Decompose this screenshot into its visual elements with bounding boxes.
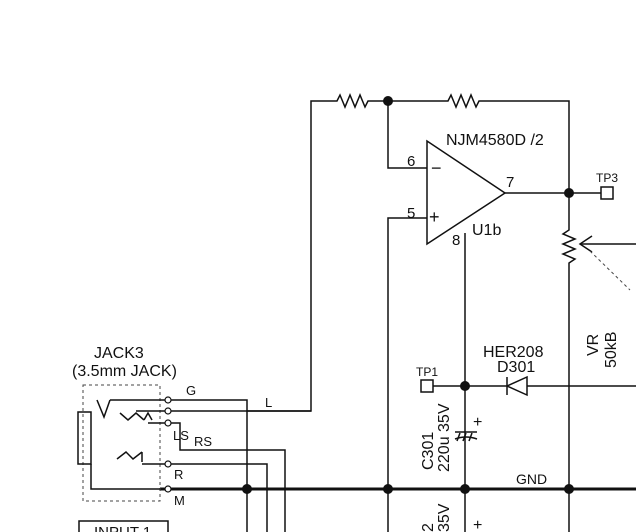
pin-6-label: 6	[407, 153, 415, 170]
opamp-part-label: NJM4580D /2	[446, 132, 544, 149]
jack3-pin-m: M	[174, 493, 185, 508]
gnd-net-label: GND	[516, 471, 547, 487]
c302-value-partial: 35V	[436, 503, 453, 532]
vr-ref-label: VR	[585, 334, 602, 356]
jack-wiring: L	[171, 395, 311, 532]
gnd-bus: GND	[160, 471, 636, 494]
pin-5-label: 5	[407, 205, 415, 222]
jack3-pin-rs: RS	[194, 434, 212, 449]
c301-value-label: 220u 35V	[436, 403, 453, 472]
pin-7-label: 7	[506, 174, 514, 191]
testpoint-tp1: TP1	[416, 365, 470, 393]
c302-plus-sign: +	[473, 517, 482, 532]
pin-8-label: 8	[452, 232, 460, 249]
left-net-label: L	[265, 395, 272, 410]
c301-plus-sign: +	[473, 414, 482, 431]
tp3-label: TP3	[596, 171, 618, 185]
testpoint-tp3: TP3	[596, 171, 618, 200]
diode-d301: HER208 D301	[465, 344, 636, 397]
tp1-label: TP1	[416, 365, 438, 379]
input-1-label: INPUT 1	[94, 524, 151, 532]
resistor-r103	[443, 93, 483, 109]
diode-ref-label: D301	[497, 359, 535, 376]
capacitor-c301: + C301 220u 35V	[420, 403, 482, 472]
capacitor-c302-partial: 2 35V +	[420, 503, 482, 532]
jack3-pin-r: R	[174, 467, 183, 482]
jack3-connector: JACK3 (3.5mm JACK) G LS RS R M	[72, 345, 212, 508]
jack3-pin-ls: LS	[173, 428, 189, 443]
input-1-box: INPUT 1	[78, 520, 169, 532]
c302-ref-partial: 2	[420, 523, 437, 532]
vr-value-label: 50kB	[603, 332, 620, 368]
opamp-minus-sign: −	[431, 158, 442, 178]
jack3-pin-g: G	[186, 383, 196, 398]
diode-part-label: HER208	[483, 344, 544, 361]
resistor-r102	[333, 93, 372, 109]
opamp-ref-label: U1b	[472, 222, 501, 239]
jack3-ref-label: JACK3	[94, 345, 144, 362]
potentiometer-vr: VR 50kB	[561, 193, 636, 532]
c301-ref-label: C301	[420, 432, 437, 470]
opamp-plus-sign: +	[429, 207, 440, 227]
jack3-desc-label: (3.5mm JACK)	[72, 363, 177, 380]
